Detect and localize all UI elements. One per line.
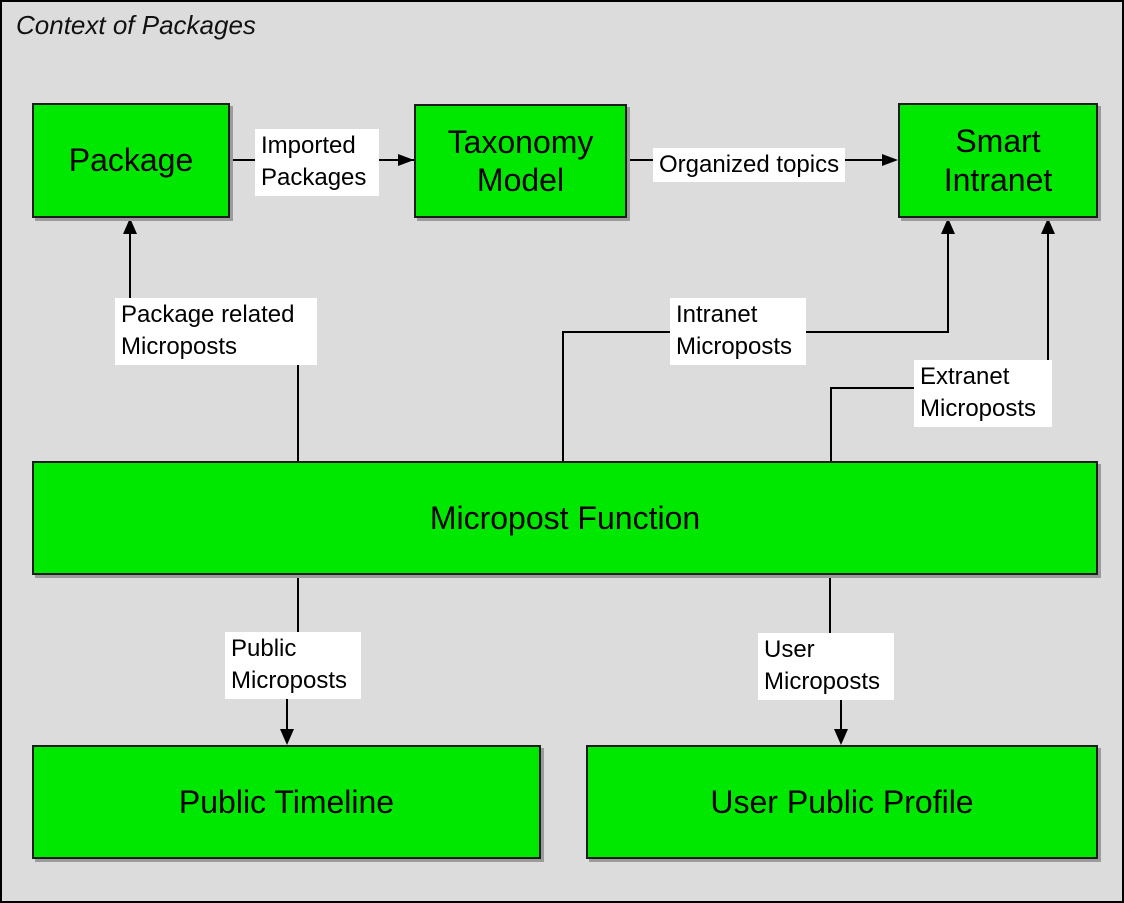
edge-intranet-microposts-line-lower [562,333,564,461]
node-label: User Public Profile [710,783,974,820]
edge-user-microposts-arrowhead-icon [834,729,848,745]
node-package: Package [32,103,230,218]
edge-public-microposts-line-lower [286,697,288,731]
edge-package-related-line-lower [297,333,299,461]
node-taxonomy-model: Taxonomy Model [414,104,627,218]
node-public-timeline: Public Timeline [32,745,541,859]
edge-user-microposts-line-upper [829,575,831,633]
edge-package-related-arrowhead-icon [123,218,137,234]
edge-extranet-microposts-line-upper [1047,232,1049,389]
node-micropost-function: Micropost Function [32,461,1098,575]
edge-public-microposts-arrowhead-icon [280,729,294,745]
node-label: Smart Intranet [943,123,1053,198]
edge-extranet-microposts-arrowhead-icon [1041,218,1055,234]
node-user-public-profile: User Public Profile [586,745,1098,859]
edge-intranet-microposts-arrowhead-icon [941,218,955,234]
edge-organized-topics-arrowhead-icon [882,154,898,166]
node-label: Taxonomy Model [447,123,594,198]
edge-intranet-microposts-line-upper [947,232,949,333]
node-label: Micropost Function [429,499,701,536]
edge-package-related-line-upper [129,232,131,333]
edge-label-package-related-microposts: Package related Microposts [115,298,317,365]
edge-label-intranet-microposts: Intranet Microposts [670,298,806,365]
edge-imported-packages-arrowhead-icon [398,154,414,166]
edge-label-user-microposts: User Microposts [758,633,894,700]
edge-label-imported-packages: Imported Packages [255,129,379,196]
node-label: Public Timeline [178,783,395,820]
edge-user-microposts-line-lower [840,698,842,731]
node-smart-intranet: Smart Intranet [898,103,1098,218]
node-label: Package [68,142,194,179]
edge-label-extranet-microposts: Extranet Microposts [914,360,1052,427]
diagram-title: Context of Packages [16,10,256,40]
edge-label-organized-topics: Organized topics [653,148,846,183]
edge-label-public-microposts: Public Microposts [225,632,361,699]
edge-extranet-microposts-line-lower [830,389,832,461]
edge-public-microposts-line-upper [297,575,299,633]
